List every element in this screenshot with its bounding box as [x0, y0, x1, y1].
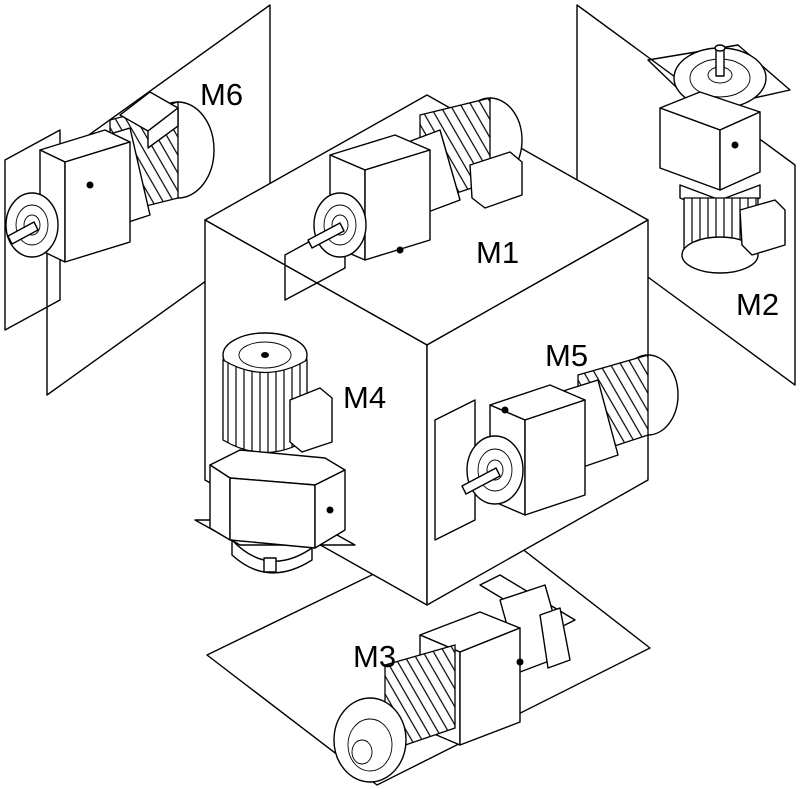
label-m5: M5	[545, 338, 588, 373]
label-m4: M4	[343, 380, 386, 415]
gearmotor-m6	[4, 91, 215, 331]
gearmotor-m2	[647, 44, 791, 274]
label-m1: M1	[476, 235, 519, 270]
label-m6: M6	[200, 77, 243, 112]
gearmotor-m1	[284, 97, 523, 301]
label-m2: M2	[736, 287, 779, 322]
label-m3: M3	[353, 639, 396, 674]
gearmotor-m5	[434, 354, 679, 541]
gearmotor-m3	[333, 574, 576, 783]
gearmotor-m4	[194, 332, 356, 574]
